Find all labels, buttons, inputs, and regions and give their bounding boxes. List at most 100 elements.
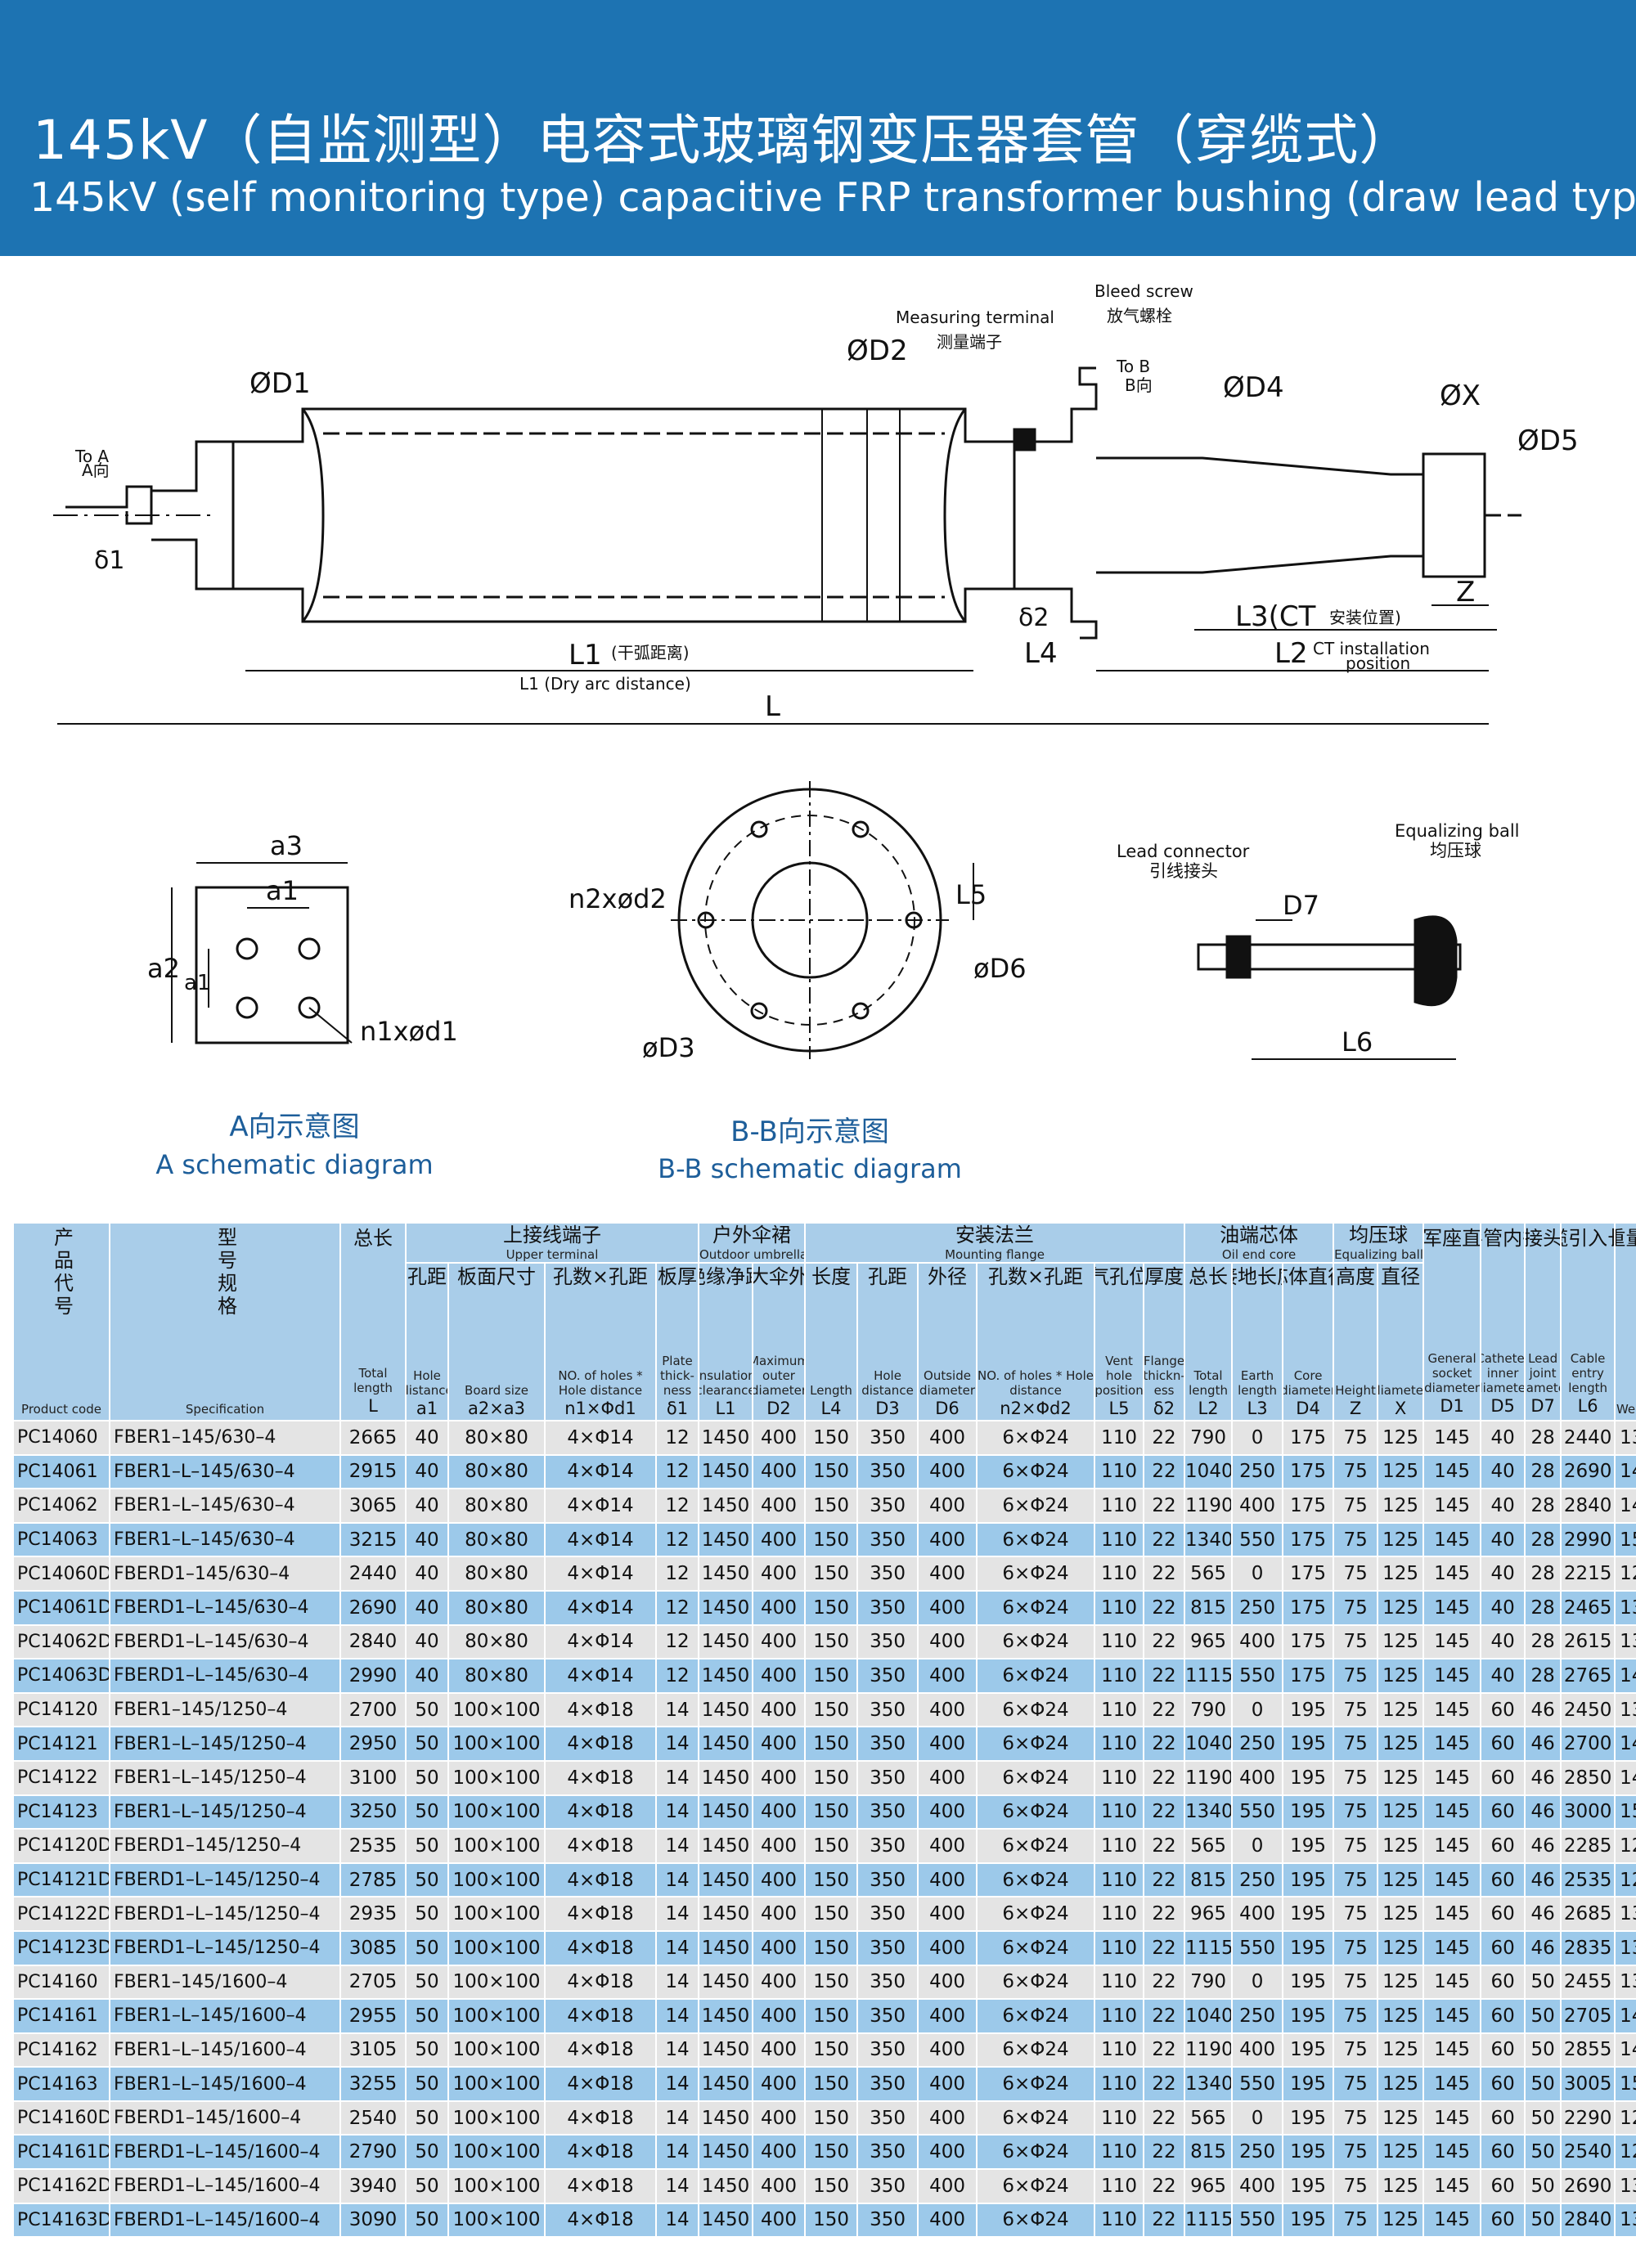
table-cell: 4×Φ18 [544,1896,657,1932]
table-cell: 815 [1184,1862,1234,1898]
table-cell: 350 [856,2032,919,2068]
header-sym-8: D2 [766,1398,791,1418]
bb-hole-3 [852,1002,870,1020]
table-cell: 22 [1143,1759,1186,1796]
table-cell: 130 [1614,1589,1636,1626]
table-cell: 400 [917,2100,978,2136]
table-cell: 2285 [1560,1828,1616,1864]
table-cell: 400 [751,2202,807,2239]
table-cell: 110 [1094,1998,1145,2034]
table-cell: 140 [1614,1658,1636,1694]
table-cell: 1450 [698,1964,753,2001]
table-cell: 145 [1423,2168,1482,2204]
table-cell: 4×Φ18 [544,1828,657,1864]
table-cell: 4×Φ14 [544,1453,657,1490]
table-cell: 120 [1614,2100,1636,2136]
table-cell: FBER1–L–145/630–4 [109,1488,341,1524]
table-cell: 100×100 [447,1828,546,1864]
table-cell: 125 [1377,1726,1425,1762]
table-cell: 75 [1333,1691,1379,1728]
table-cell: 50 [1524,2032,1562,2068]
header-en-7: Insulation clearance [699,1368,753,1398]
table-cell: FBER1–145/630–4 [109,1420,341,1456]
table-cell: 400 [751,1794,807,1830]
table-cell: 12 [655,1589,699,1626]
table-cell: 4×Φ18 [544,1759,657,1796]
table-cell: PC14063D [12,1658,110,1694]
table-cell: 195 [1282,2202,1335,2239]
table-cell: 12 [655,1521,699,1558]
header-cn-9: 长度 [811,1264,852,1288]
table-cell: 3065 [339,1488,407,1524]
table-cell: 60 [1480,2168,1526,2204]
header-sym-21: D5 [1490,1396,1515,1416]
table-cell: 75 [1333,2168,1379,2204]
table-cell: 565 [1184,1556,1234,1592]
table-cell: 4×Φ14 [544,1589,657,1626]
table-cell: 1450 [698,1521,753,1558]
table-cell: 60 [1480,2032,1526,2068]
table-cell: 110 [1094,1794,1145,1830]
table-cell: 60 [1480,1794,1526,1830]
table-cell: 145 [1423,2066,1482,2102]
table-cell: PC14162 [12,2032,110,2068]
label-lead-cn: 引线接头 [1149,861,1218,881]
label-L1-en: L1 (Dry arc distance) [519,674,691,694]
caption-bb-cn: B-B向示意图 [730,1116,889,1148]
table-cell: FBER1–L–145/630–4 [109,1453,341,1490]
table-cell: 400 [917,1589,978,1626]
table-cell: 50 [405,1726,449,1762]
table-cell: 400 [751,1420,807,1456]
table-cell: 75 [1333,1453,1379,1490]
table-cell: 195 [1282,1862,1335,1898]
table-cell: 400 [751,2032,807,2068]
label-delta2: δ2 [1018,604,1049,632]
table-cell: 1450 [698,1759,753,1796]
header-en-22: Lead joint diameter [1526,1351,1559,1395]
table-cell: 150 [804,1929,859,1966]
header-en-8: Maximum outer diameter [753,1353,806,1398]
table-cell: 145 [1614,1759,1636,1796]
table-cell: 150 [804,2066,859,2102]
table-cell: PC14160D [12,2100,110,2136]
table-cell: 400 [751,2100,807,2136]
table-cell: 75 [1333,1794,1379,1830]
table-cell: 140 [1614,1453,1636,1490]
table-cell: 22 [1143,2032,1186,2068]
table-cell: 75 [1333,1624,1379,1660]
table-cell: 6×Φ24 [976,2168,1096,2204]
table-cell: 60 [1480,1998,1526,2034]
table-cell: 150 [804,1759,859,1796]
table-cell: 4×Φ14 [544,1624,657,1660]
table-cell: 125 [1377,1794,1425,1830]
header-sym-11: D6 [935,1398,960,1418]
table-cell: 46 [1524,1691,1562,1728]
table-cell: 150 [804,2032,859,2068]
table-cell: 195 [1282,1759,1335,1796]
table-cell: 150 [804,1453,859,1490]
table-cell: 145 [1423,2202,1482,2239]
table-cell: 100×100 [447,1759,546,1796]
table-cell: 2785 [339,1862,407,1898]
table-cell: 2450 [1560,1691,1616,1728]
table-cell: 2455 [1560,1964,1616,2001]
a-view-hole-1 [236,937,258,960]
table-cell: 60 [1480,1828,1526,1864]
table-cell: 22 [1143,1691,1186,1728]
table-cell: 4×Φ18 [544,1726,657,1762]
a-view-plate [195,886,349,1044]
table-cell: FBER1–L–145/630–4 [109,1521,341,1558]
table-cell: 195 [1282,2032,1335,2068]
header-en-1: Specification [185,1402,265,1417]
table-cell: 1450 [698,1862,753,1898]
table-cell: 22 [1143,2134,1186,2171]
table-cell: 400 [1231,2168,1284,2204]
table-cell: 6×Φ24 [976,2032,1096,2068]
table-cell: 22 [1143,1964,1186,2001]
table-cell: 4×Φ18 [544,2202,657,2239]
